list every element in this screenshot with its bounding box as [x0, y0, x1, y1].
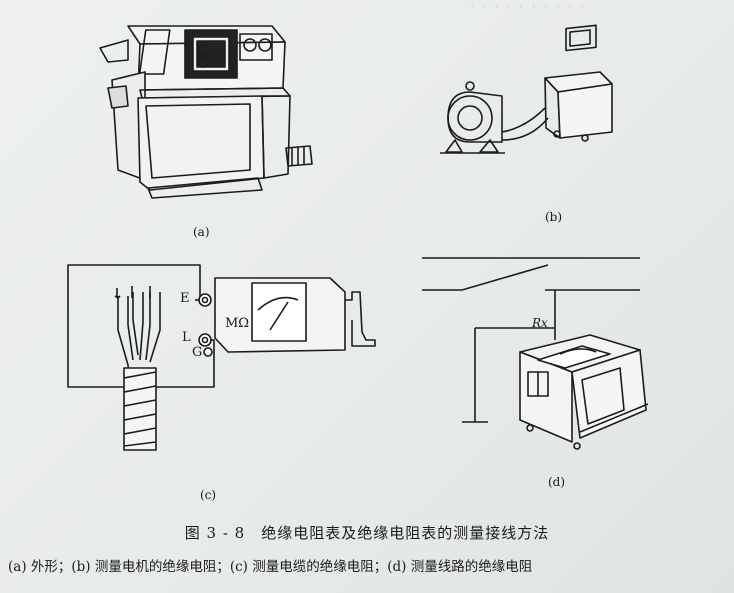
panel-c-label: (c): [200, 488, 217, 502]
figure-subcaption: (a) 外形；(b) 测量电机的绝缘电阻；(c) 测量电缆的绝缘电阻；(d) 测…: [8, 559, 533, 575]
terminal-g-label: G: [192, 345, 203, 360]
megohm-unit-label: MΩ: [225, 316, 250, 331]
figure-caption: 图 3 - 8 绝缘电阻表及绝缘电阻表的测量接线方法: [184, 524, 550, 542]
line-measurement-diagram: [422, 257, 649, 450]
bleed-through-text: · · · · · · · · · ·: [470, 0, 587, 15]
cable-measurement-diagram: [67, 264, 376, 451]
terminal-l-label: L: [182, 330, 191, 345]
panel-a-label: (a): [193, 225, 210, 239]
terminal-e-label: E: [180, 291, 190, 306]
panel-d-label: (d): [548, 475, 566, 489]
megger-exterior-illustration: [99, 25, 313, 199]
resistor-rx-label: Rx: [532, 316, 548, 330]
panel-b-label: (b): [545, 210, 563, 224]
motor-measurement-illustration: [440, 24, 613, 154]
